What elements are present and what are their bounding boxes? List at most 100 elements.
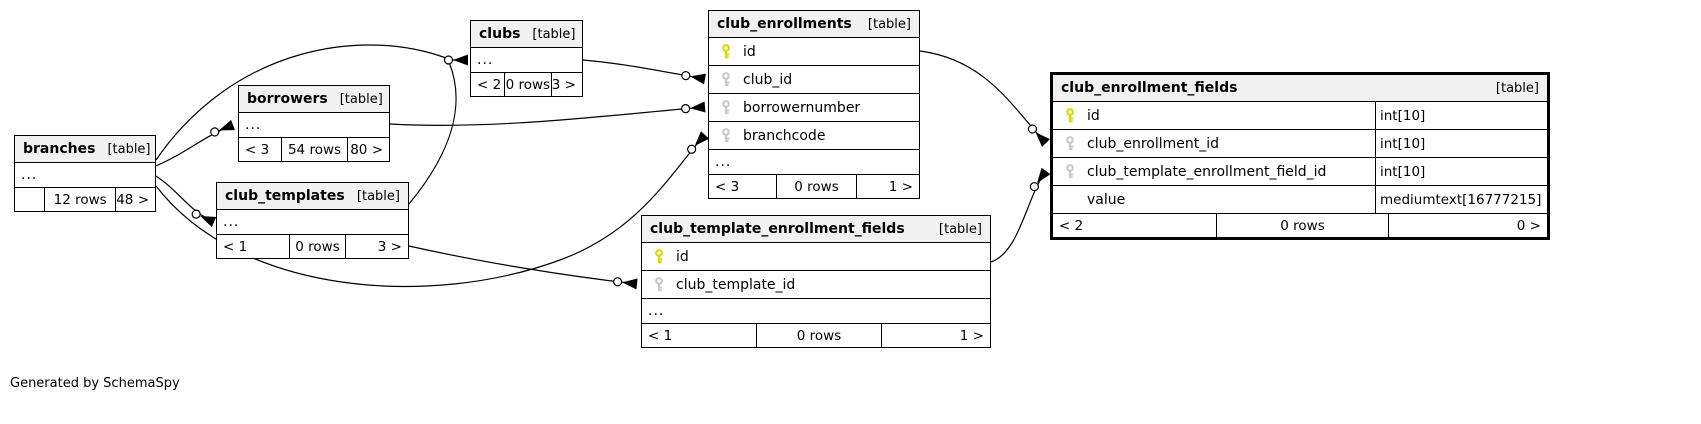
table-header: club_enrollment_fields [table] — [1053, 75, 1547, 102]
footer-related-out: 1 > — [856, 175, 919, 198]
key-icon-cell — [642, 243, 676, 270]
footer-row-count: 0 rows — [776, 175, 856, 198]
column-name: id — [1087, 107, 1100, 124]
key-icon-cell — [1053, 186, 1087, 213]
footer-related-in: < 1 — [223, 238, 248, 255]
footer-row-count: 0 rows — [1216, 214, 1388, 237]
footer-row-count: 12 rows — [44, 188, 115, 211]
table-header: club_template_enrollment_fields [table] — [642, 216, 990, 243]
collapsed-columns: ... — [471, 48, 582, 73]
table-name: clubs — [479, 26, 521, 42]
footer-row-count: 54 rows — [281, 138, 347, 161]
footer-related-in: < 3 — [245, 141, 270, 158]
key-icon-cell — [1053, 130, 1087, 157]
table-header: clubs[table] — [471, 21, 582, 48]
column-name: club_template_id — [676, 276, 796, 293]
key-icon-cell — [709, 38, 743, 65]
primary-key-icon — [722, 44, 730, 59]
foreign-key-icon — [722, 72, 730, 87]
collapsed-columns: ... — [709, 150, 919, 175]
column-club_template_enrollment_field_id: club_template_enrollment_field_id int[10] — [1053, 158, 1547, 186]
footer-related-out: 80 > — [347, 138, 389, 161]
footer-related-in: < 3 — [715, 178, 740, 195]
foreign-key-icon — [1066, 136, 1074, 151]
table-tag: [table] — [938, 221, 982, 237]
key-icon-cell — [642, 271, 676, 298]
table-header: club_enrollments [table] — [709, 11, 919, 38]
table-name: club_templates — [225, 188, 345, 204]
relationship-branches-club_templates — [155, 175, 217, 228]
column-id: id — [642, 243, 990, 271]
foreign-key-icon — [1066, 164, 1074, 179]
column-name: value — [1087, 191, 1126, 208]
foreign-key-icon — [722, 128, 730, 143]
collapsed-columns: ... — [239, 113, 389, 138]
table-club_enrollments[interactable]: club_enrollments [table] id club_id borrower… — [708, 10, 920, 199]
relationship-club_templates-clubs — [408, 61, 457, 205]
column-club_template_id: club_template_id — [642, 271, 990, 299]
footer-row-count: 0 rows — [503, 73, 551, 96]
key-icon-cell — [709, 66, 743, 93]
table-tag: [table] — [339, 91, 383, 107]
table-name: club_enrollments — [717, 16, 852, 32]
footer-row-count: 0 rows — [289, 235, 345, 258]
foreign-key-icon — [655, 277, 663, 292]
footer-related-out: 48 > — [115, 188, 155, 211]
table-tag: [table] — [107, 141, 151, 157]
foreign-key-icon — [722, 100, 730, 115]
table-header: club_templates [table] — [217, 183, 408, 210]
primary-key-icon — [655, 249, 663, 264]
column-type: int[10] — [1375, 130, 1547, 157]
table-name: borrowers — [247, 91, 328, 107]
key-icon-cell — [709, 94, 743, 121]
table-club_template_enrollment_fields[interactable]: club_template_enrollment_fields [table] id… — [641, 215, 991, 348]
footer-related-out: 3 > — [345, 235, 408, 258]
column-name: club_id — [743, 71, 793, 88]
footer-related-in: < 2 — [1059, 217, 1084, 234]
column-branchcode: branchcode — [709, 122, 919, 150]
column-id: id — [709, 38, 919, 66]
generator-credit: Generated by SchemaSpy — [10, 376, 180, 391]
footer-related-in: < 2 — [477, 76, 502, 93]
column-club_id: club_id — [709, 66, 919, 94]
column-value: value mediumtext[16777215] — [1053, 186, 1547, 214]
relationship-clubs-club_enrollments — [582, 59, 706, 85]
relationship-branches-borrowers — [155, 119, 235, 167]
key-icon-cell — [1053, 102, 1087, 129]
table-tag: [table] — [867, 16, 911, 32]
relationship-club_template_enrollment_fields-club_enrollment_fields — [990, 167, 1051, 263]
column-name: branchcode — [743, 127, 826, 144]
table-tag: [table] — [356, 188, 400, 204]
column-name: club_template_enrollment_field_id — [1087, 163, 1327, 180]
column-borrowernumber: borrowernumber — [709, 94, 919, 122]
column-type: mediumtext[16777215] — [1375, 186, 1547, 213]
key-icon-cell — [1053, 158, 1087, 185]
table-tag: [table] — [1495, 80, 1539, 96]
table-header: borrowers [table] — [239, 86, 389, 113]
relationship-borrowers-club_enrollments — [389, 101, 706, 126]
relationship-club_enrollments-club_enrollment_fields — [919, 50, 1050, 147]
footer-row-count: 0 rows — [756, 324, 881, 347]
column-name: borrowernumber — [743, 99, 861, 116]
table-name: club_enrollment_fields — [1061, 80, 1238, 96]
footer-related-out: 0 > — [1388, 214, 1547, 237]
footer-related-in: < 1 — [648, 327, 673, 344]
footer-related-out: 3 > — [550, 73, 582, 96]
collapsed-columns: ... — [217, 210, 408, 235]
column-type: int[10] — [1375, 158, 1547, 185]
table-name: club_template_enrollment_fields — [650, 221, 905, 237]
